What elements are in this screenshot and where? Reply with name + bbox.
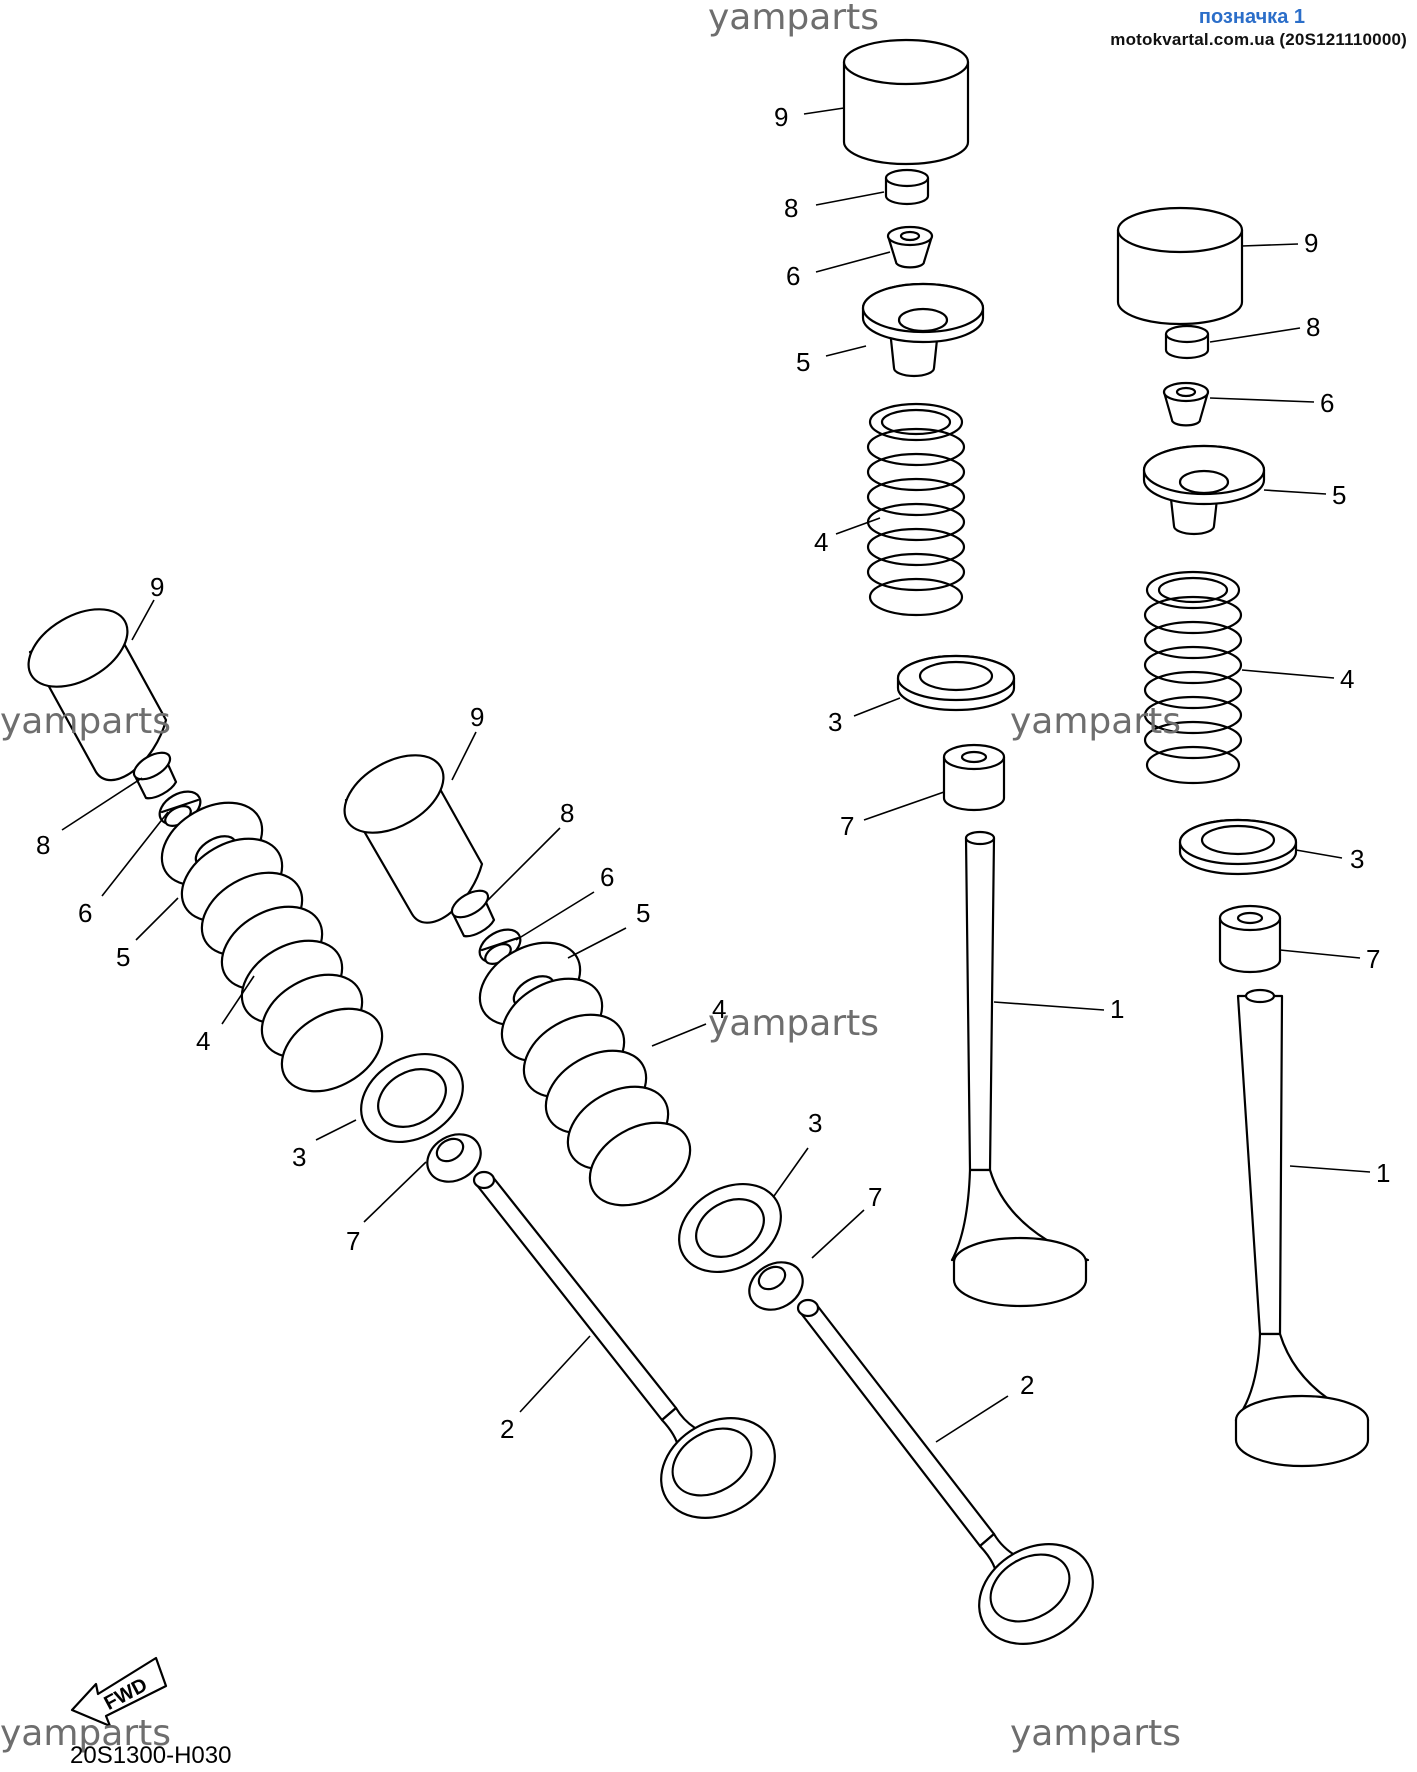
callout-6: 6 [600,862,614,892]
callout-2: 2 [1020,1370,1034,1400]
valve-cotter-b [1162,381,1210,427]
valve-stem-seal-b [1218,904,1282,974]
diagram-code: 20S1300-H030 [70,1742,232,1769]
callout-4: 4 [1340,664,1354,694]
callout-5: 5 [636,898,650,928]
callout-4: 4 [712,994,726,1024]
valve-lifter-c [27,608,168,782]
valve-assembly-c [27,608,776,1519]
callout-3: 3 [828,707,842,737]
callout-8: 8 [784,193,798,223]
valve-d [796,1298,1094,1645]
callout-5: 5 [1332,480,1346,510]
callout-8: 8 [1306,312,1320,342]
valve-stem-seal-a [942,743,1006,812]
valve-b [1234,988,1370,1468]
callout-4: 4 [196,1026,210,1056]
adjusting-pad-b [1164,324,1210,360]
callout-2: 2 [500,1414,514,1444]
watermark: yamparts [1010,1713,1182,1754]
callout-7: 7 [840,811,854,841]
adjusting-pad-a [884,168,930,206]
callout-9: 9 [470,702,484,732]
callout-1: 1 [1110,994,1124,1024]
header-title: позначка 1 [1198,6,1305,28]
callout-8: 8 [36,830,50,860]
valve-retainer-a [861,282,985,378]
watermark: yamparts [708,1003,880,1044]
callout-3: 3 [292,1142,306,1172]
watermark: yamparts [1010,701,1182,742]
callout-3: 3 [808,1108,822,1138]
watermark: yamparts [708,0,880,38]
callout-8: 8 [560,798,574,828]
valve-spring-a [866,402,966,617]
valve-lifter-d [343,754,484,924]
valve-assembly-b [1116,206,1370,1468]
valve-assembly-a [842,38,1090,1308]
adjusting-pad-d [450,889,496,938]
callout-6: 6 [1320,388,1334,418]
callout-labels: 9 8 6 5 4 3 7 1 9 8 6 5 4 3 7 1 9 8 6 5 … [36,102,1390,1444]
fwd-arrow-icon [70,1656,168,1728]
callout-6: 6 [786,261,800,291]
valve-spring-d [478,941,692,1207]
valve-assembly-d [343,754,1094,1645]
callout-5: 5 [796,347,810,377]
valve-lifter-a [842,38,970,166]
callout-9: 9 [150,572,164,602]
spring-seat-c [360,1052,464,1144]
header-source: motokvartal.com.ua (20S121110000) [1110,30,1407,49]
callout-5: 5 [116,942,130,972]
callout-9: 9 [1304,228,1318,258]
watermark: yamparts [0,1713,172,1754]
valve-spring-b [1143,570,1243,785]
valve-cotter-a [886,225,934,269]
callout-3: 3 [1350,844,1364,874]
callout-7: 7 [1366,944,1380,974]
callout-7: 7 [868,1182,882,1212]
valve-stem-seal-c [426,1133,482,1183]
spring-seat-a [896,654,1016,712]
callout-1: 1 [1376,1158,1390,1188]
valve-a [950,830,1090,1308]
valve-stem-seal-d [748,1261,804,1311]
spring-seat-b [1178,818,1298,876]
callout-6: 6 [78,898,92,928]
valve-c [472,1170,776,1519]
valve-retainer-b [1142,444,1266,536]
callout-4: 4 [814,527,828,557]
callout-7: 7 [346,1226,360,1256]
adjusting-pad-c [132,751,178,800]
watermark: yamparts [0,701,172,742]
leader-lines [61,107,1371,1443]
valve-lifter-b [1116,206,1244,326]
spring-seat-d [678,1182,782,1274]
callout-9: 9 [774,102,788,132]
valve-spring-c [160,801,384,1093]
